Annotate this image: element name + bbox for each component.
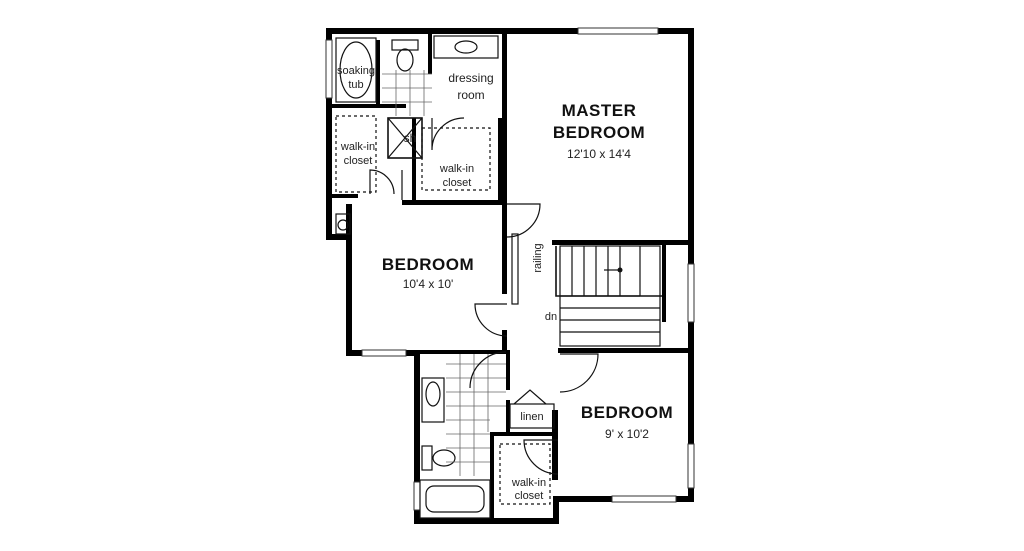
master-bedroom-label-line1: MASTER xyxy=(562,101,637,120)
master-bedroom-label-line2: BEDROOM xyxy=(553,123,645,142)
upper-bath-tile xyxy=(382,70,432,116)
interior-walls xyxy=(326,34,694,524)
soaking-tub-label-line2: tub xyxy=(348,79,363,91)
bedroom-left-dims: 10'4 x 10' xyxy=(403,277,454,291)
sink-icon xyxy=(433,35,499,59)
toilet-lower-icon xyxy=(421,445,456,471)
walk-in-closet-center-line1: walk-in xyxy=(439,163,474,175)
stair-down-label: dn xyxy=(545,311,557,323)
staircase xyxy=(555,245,662,347)
sink-lower-icon xyxy=(421,377,445,423)
linen-label: linen xyxy=(520,411,543,423)
master-bedroom-dims: 12'10 x 14'4 xyxy=(567,147,631,161)
walk-in-closet-bottom-line2: closet xyxy=(515,490,544,502)
soaking-tub-label-line1: soaking xyxy=(337,65,375,77)
walk-in-closet-center-line2: closet xyxy=(443,177,472,189)
bedroom-right-dims: 9' x 10'2 xyxy=(605,427,649,441)
railing xyxy=(511,233,519,305)
door-swings xyxy=(369,117,599,475)
bedroom-left-label: BEDROOM xyxy=(382,255,474,274)
closet-shelf-center xyxy=(421,127,491,191)
soaking-tub xyxy=(335,37,377,103)
walk-in-closet-left-line2: closet xyxy=(344,155,373,167)
windows xyxy=(325,27,695,511)
railing-label: railing xyxy=(532,243,544,272)
shower-label: sh xyxy=(404,131,417,145)
exterior-walls xyxy=(326,28,694,524)
toilet-icon xyxy=(391,39,419,72)
dressing-room-label-line1: dressing xyxy=(448,71,493,85)
dressing-room-label-line2: room xyxy=(457,88,484,102)
shower xyxy=(387,117,423,159)
walk-in-closet-left-line1: walk-in xyxy=(340,141,375,153)
closet-shelf-left xyxy=(335,115,377,193)
linen-closet xyxy=(509,389,555,429)
lower-bath-tile xyxy=(446,354,506,476)
water-heater-icon xyxy=(335,213,351,235)
closet-shelf-bottom xyxy=(499,443,551,505)
bedroom-right-label: BEDROOM xyxy=(581,403,673,422)
bathtub-lower xyxy=(419,479,491,519)
walk-in-closet-bottom-line1: walk-in xyxy=(511,477,546,489)
